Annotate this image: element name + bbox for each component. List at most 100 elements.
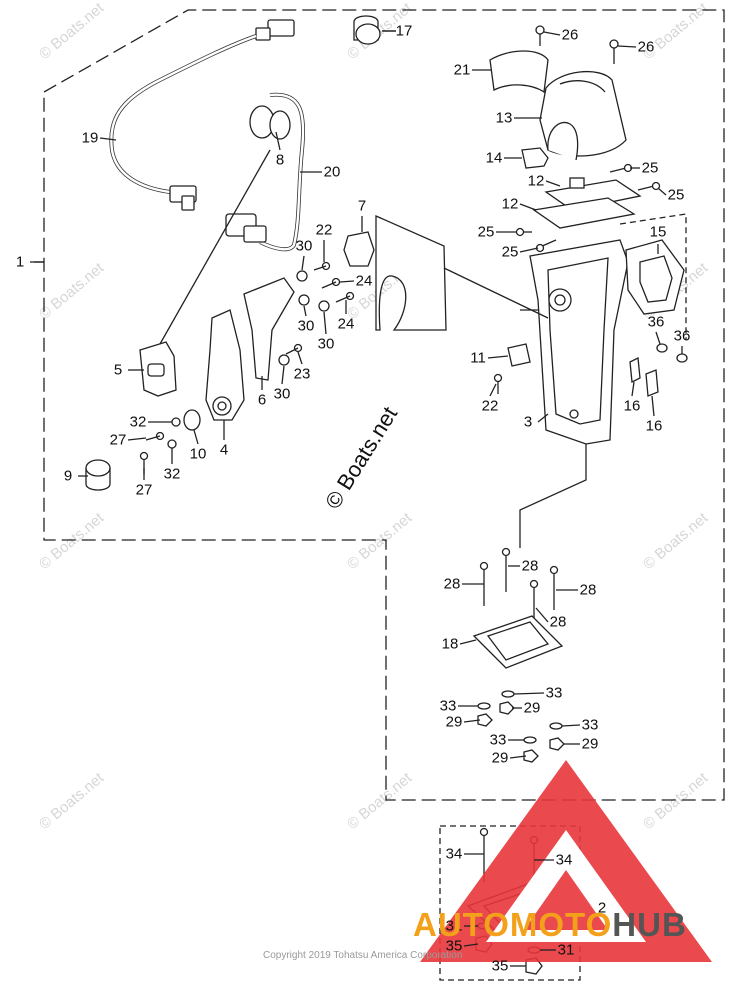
clip-14 bbox=[521, 147, 549, 169]
callout-35: 35 bbox=[491, 957, 509, 975]
callout-6: 6 bbox=[257, 391, 267, 409]
leader-line bbox=[323, 311, 327, 335]
leader-line bbox=[487, 355, 509, 359]
callout-16: 16 bbox=[623, 397, 641, 415]
callout-23: 23 bbox=[293, 365, 311, 383]
callout-35: 35 bbox=[445, 937, 463, 955]
gasket bbox=[375, 215, 447, 331]
callout-29: 29 bbox=[523, 699, 541, 717]
callout-30: 30 bbox=[295, 237, 313, 255]
callout-27: 27 bbox=[109, 431, 127, 449]
leader-line bbox=[339, 280, 355, 283]
callout-12: 12 bbox=[527, 172, 545, 190]
callout-26: 26 bbox=[637, 38, 655, 56]
washer-32 bbox=[167, 417, 181, 449]
leader-line bbox=[489, 383, 497, 397]
callout-9: 9 bbox=[63, 467, 73, 485]
callout-27: 27 bbox=[135, 481, 153, 499]
callout-25: 25 bbox=[641, 159, 659, 177]
brand-wordmark: AUTOMOTOHUB bbox=[413, 906, 687, 944]
callout-12: 12 bbox=[501, 195, 519, 213]
callout-30: 30 bbox=[317, 335, 335, 353]
harness-20 bbox=[225, 92, 306, 252]
callout-19: 19 bbox=[81, 129, 99, 147]
cover-13 bbox=[539, 70, 627, 161]
callout-33: 33 bbox=[439, 697, 457, 715]
leader-line bbox=[617, 45, 637, 48]
callout-36: 36 bbox=[647, 313, 665, 331]
leader-line bbox=[651, 395, 655, 417]
boundary-15 bbox=[619, 213, 687, 340]
brand-logo-icon bbox=[420, 760, 712, 962]
callout-2: 2 bbox=[597, 899, 607, 917]
leader-line bbox=[303, 305, 307, 317]
screw-27 bbox=[139, 431, 165, 474]
callout-13: 13 bbox=[495, 109, 513, 127]
brand-part1: AUTOMOTO bbox=[413, 906, 613, 943]
handle-arm-4 bbox=[205, 309, 245, 421]
callout-30: 30 bbox=[273, 385, 291, 403]
callout-5: 5 bbox=[113, 361, 123, 379]
leader-lines bbox=[30, 30, 683, 967]
callout-21: 21 bbox=[453, 61, 471, 79]
callout-26: 26 bbox=[561, 26, 579, 44]
connector-lines bbox=[443, 267, 587, 548]
screw-25 bbox=[515, 163, 661, 253]
screw-24 bbox=[321, 277, 355, 303]
lever-bracket-6 bbox=[243, 277, 295, 381]
grommet-7 bbox=[343, 231, 375, 267]
leader-line bbox=[99, 137, 117, 141]
leader-line bbox=[459, 639, 477, 645]
leader-line bbox=[561, 724, 581, 727]
leader-line bbox=[301, 255, 305, 271]
leader-line bbox=[545, 180, 561, 187]
callout-33: 33 bbox=[489, 731, 507, 749]
callout-32: 32 bbox=[163, 465, 181, 483]
leader-line bbox=[519, 247, 539, 253]
switch-5 bbox=[139, 149, 271, 397]
callout-17: 17 bbox=[395, 22, 413, 40]
callout-20: 20 bbox=[323, 163, 341, 181]
callout-15: 15 bbox=[649, 223, 667, 241]
brand-part2: HUB bbox=[612, 906, 687, 943]
callout-25: 25 bbox=[667, 186, 685, 204]
callout-11: 11 bbox=[470, 349, 486, 367]
leader-line bbox=[281, 365, 285, 385]
callout-14: 14 bbox=[485, 149, 503, 167]
plug-17 bbox=[353, 15, 381, 45]
callout-3: 3 bbox=[523, 413, 533, 431]
callout-34: 34 bbox=[445, 845, 463, 863]
lever-plate-15 bbox=[625, 239, 685, 315]
washer-30 bbox=[278, 270, 330, 366]
cover-strip-21 bbox=[489, 50, 549, 94]
leader-line bbox=[297, 351, 303, 365]
nut-29 bbox=[477, 701, 565, 763]
leader-line bbox=[631, 381, 635, 397]
leader-line bbox=[463, 719, 481, 723]
callout-28: 28 bbox=[443, 575, 461, 593]
bracket-11 bbox=[507, 343, 531, 367]
wire-harness-19 bbox=[109, 19, 295, 211]
callout-29: 29 bbox=[445, 713, 463, 731]
callout-28: 28 bbox=[549, 613, 567, 631]
callout-18: 18 bbox=[441, 635, 459, 653]
callout-4: 4 bbox=[219, 441, 229, 459]
callout-33: 33 bbox=[581, 716, 599, 734]
callout-29: 29 bbox=[491, 749, 509, 767]
screw-26 bbox=[535, 25, 619, 64]
leader-line bbox=[193, 429, 199, 445]
leader-line bbox=[127, 437, 147, 441]
callout-7: 7 bbox=[357, 197, 367, 215]
callout-28: 28 bbox=[521, 557, 539, 575]
leader-line bbox=[537, 413, 549, 423]
callout-1: 1 bbox=[15, 253, 25, 271]
callout-10: 10 bbox=[189, 445, 207, 463]
leader-line bbox=[275, 131, 281, 151]
leader-line bbox=[543, 31, 561, 36]
callout-25: 25 bbox=[501, 243, 519, 261]
bushing-10 bbox=[183, 409, 201, 431]
knob-9 bbox=[85, 459, 111, 491]
leader-line bbox=[535, 607, 549, 623]
callout-30: 30 bbox=[297, 317, 315, 335]
